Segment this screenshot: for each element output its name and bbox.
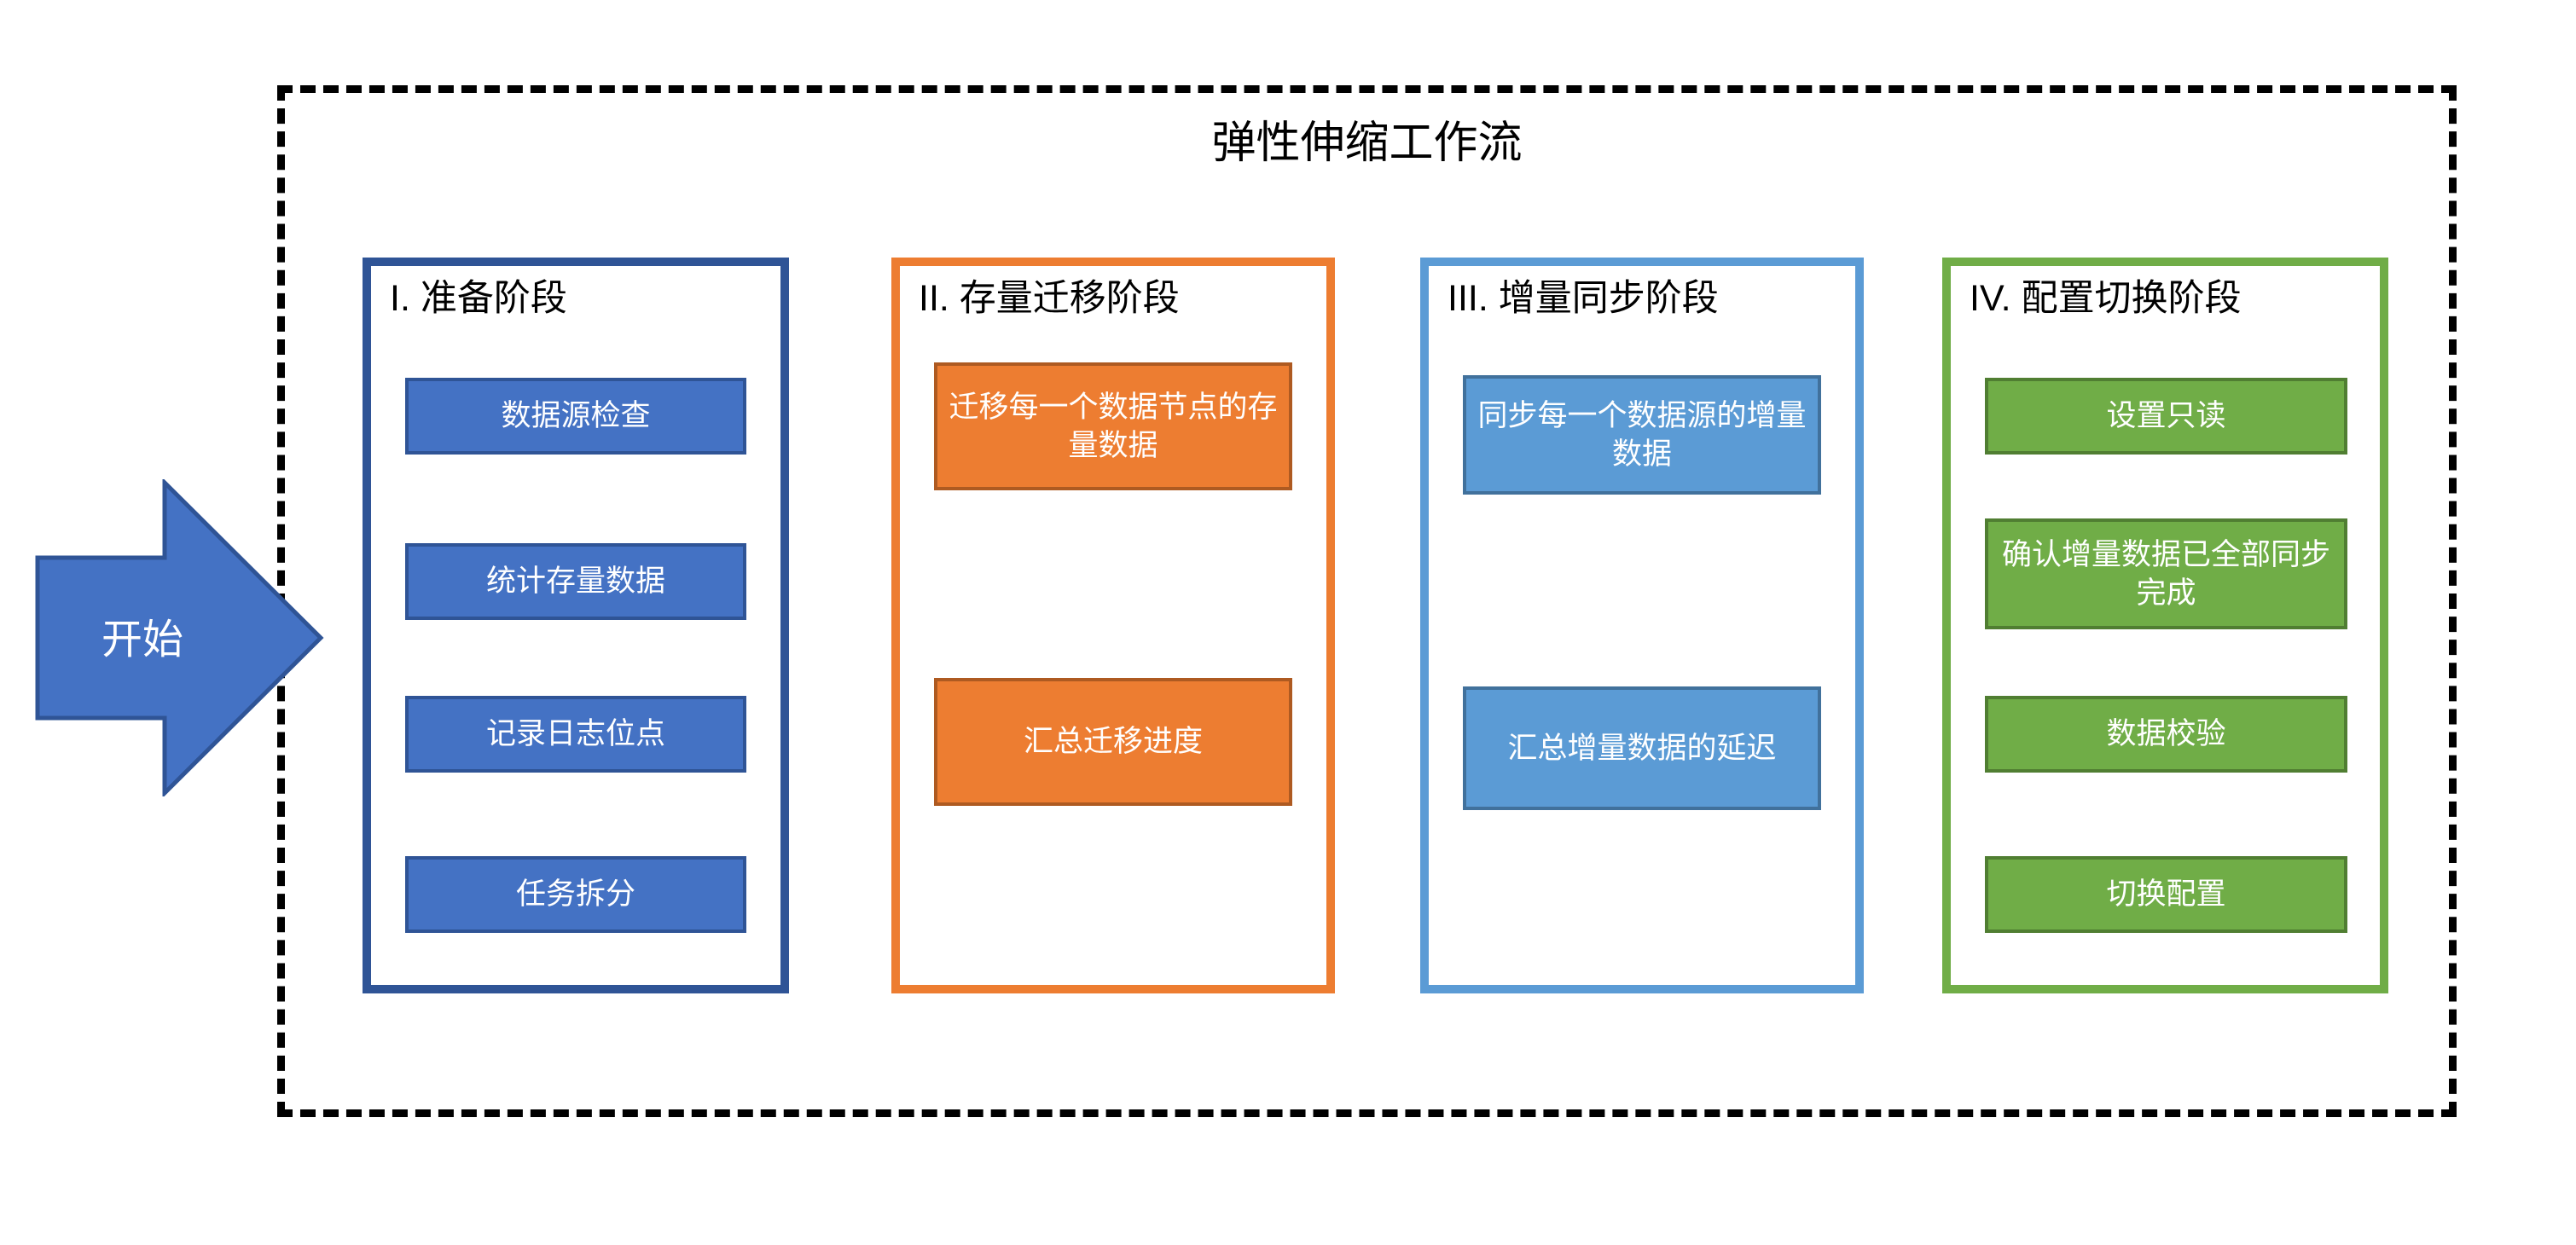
node-label: 任务拆分 — [515, 877, 635, 912]
node-label: 汇总迁移进度 — [1023, 725, 1203, 759]
node-label: 同步每一个数据源的增量数据 — [1477, 398, 1807, 472]
node-label: 设置只读 — [2106, 399, 2226, 433]
start-arrow-label: 开始 — [101, 617, 183, 663]
node-data-verification[interactable]: 数据校验 — [1985, 696, 2347, 773]
node-label: 统计存量数据 — [485, 565, 665, 599]
node-switch-config[interactable]: 切换配置 — [1985, 856, 2347, 933]
node-label: 记录日志位点 — [485, 717, 665, 751]
node-confirm-sync-complete[interactable]: 确认增量数据已全部同步完成 — [1985, 518, 2347, 629]
node-summarize-migration-progress[interactable]: 汇总迁移进度 — [934, 678, 1292, 806]
node-label: 数据源检查 — [501, 399, 651, 433]
phase-column-3: III. 增量同步阶段 — [1420, 258, 1864, 993]
phase-title-4: IV. 配置切换阶段 — [1970, 278, 2242, 319]
node-label: 切换配置 — [2106, 877, 2226, 912]
node-label: 数据校验 — [2106, 717, 2226, 751]
start-arrow-icon — [35, 479, 324, 796]
node-data-source-check[interactable]: 数据源检查 — [405, 378, 746, 455]
node-set-readonly[interactable]: 设置只读 — [1985, 378, 2347, 455]
phase-title-2: II. 存量迁移阶段 — [919, 278, 1180, 319]
workflow-title: 弹性伸缩工作流 — [1211, 119, 1523, 168]
phase-title-1: I. 准备阶段 — [390, 278, 567, 319]
node-label: 确认增量数据已全部同步完成 — [2001, 537, 2330, 611]
node-record-log-position[interactable]: 记录日志位点 — [405, 696, 746, 773]
start-arrow — [34, 479, 324, 796]
node-migrate-stock-data[interactable]: 迁移每一个数据节点的存量数据 — [934, 362, 1292, 490]
node-summarize-incremental-delay[interactable]: 汇总增量数据的延迟 — [1463, 686, 1821, 810]
node-label: 汇总增量数据的延迟 — [1507, 731, 1777, 765]
node-count-stock-data[interactable]: 统计存量数据 — [405, 543, 746, 620]
node-label: 迁移每一个数据节点的存量数据 — [949, 390, 1278, 463]
node-sync-incremental-data[interactable]: 同步每一个数据源的增量数据 — [1463, 375, 1821, 495]
node-task-split[interactable]: 任务拆分 — [405, 856, 746, 933]
phase-title-3: III. 增量同步阶段 — [1448, 278, 1719, 319]
